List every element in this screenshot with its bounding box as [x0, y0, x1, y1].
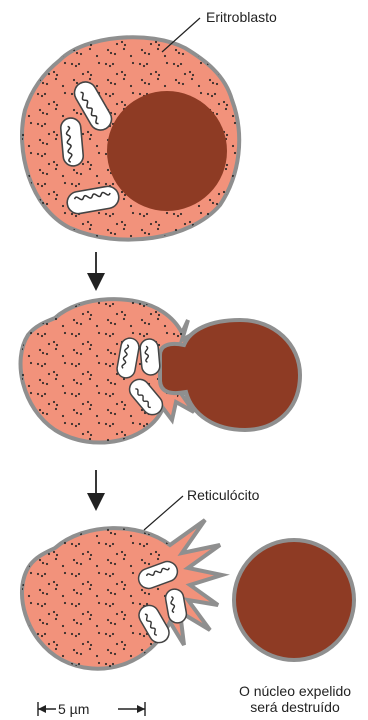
- erythroblast-label: Eritroblasto: [206, 9, 277, 25]
- mitochondrion: [60, 117, 84, 167]
- expelled-nucleus-caption: O núcleo expelido será destruído: [226, 683, 364, 715]
- expelled-nucleus: [234, 540, 354, 660]
- erythroblast-nucleus: [107, 91, 227, 211]
- reticulocyte-leader-line: [144, 496, 183, 530]
- reticulocyte-label: Reticulócito: [187, 487, 259, 503]
- reticulocyte-cell: [22, 520, 222, 669]
- extruding-cell: [21, 299, 300, 442]
- expelled-nucleus-caption-line-1: O núcleo expelido: [226, 683, 364, 699]
- scale-bar-label: 5 µm: [58, 701, 89, 717]
- expelled-nucleus-caption-line-2: será destruído: [226, 699, 364, 715]
- scale-bar: [38, 702, 145, 716]
- erythroblast-cell: [22, 37, 239, 239]
- mitochondrion: [139, 338, 160, 375]
